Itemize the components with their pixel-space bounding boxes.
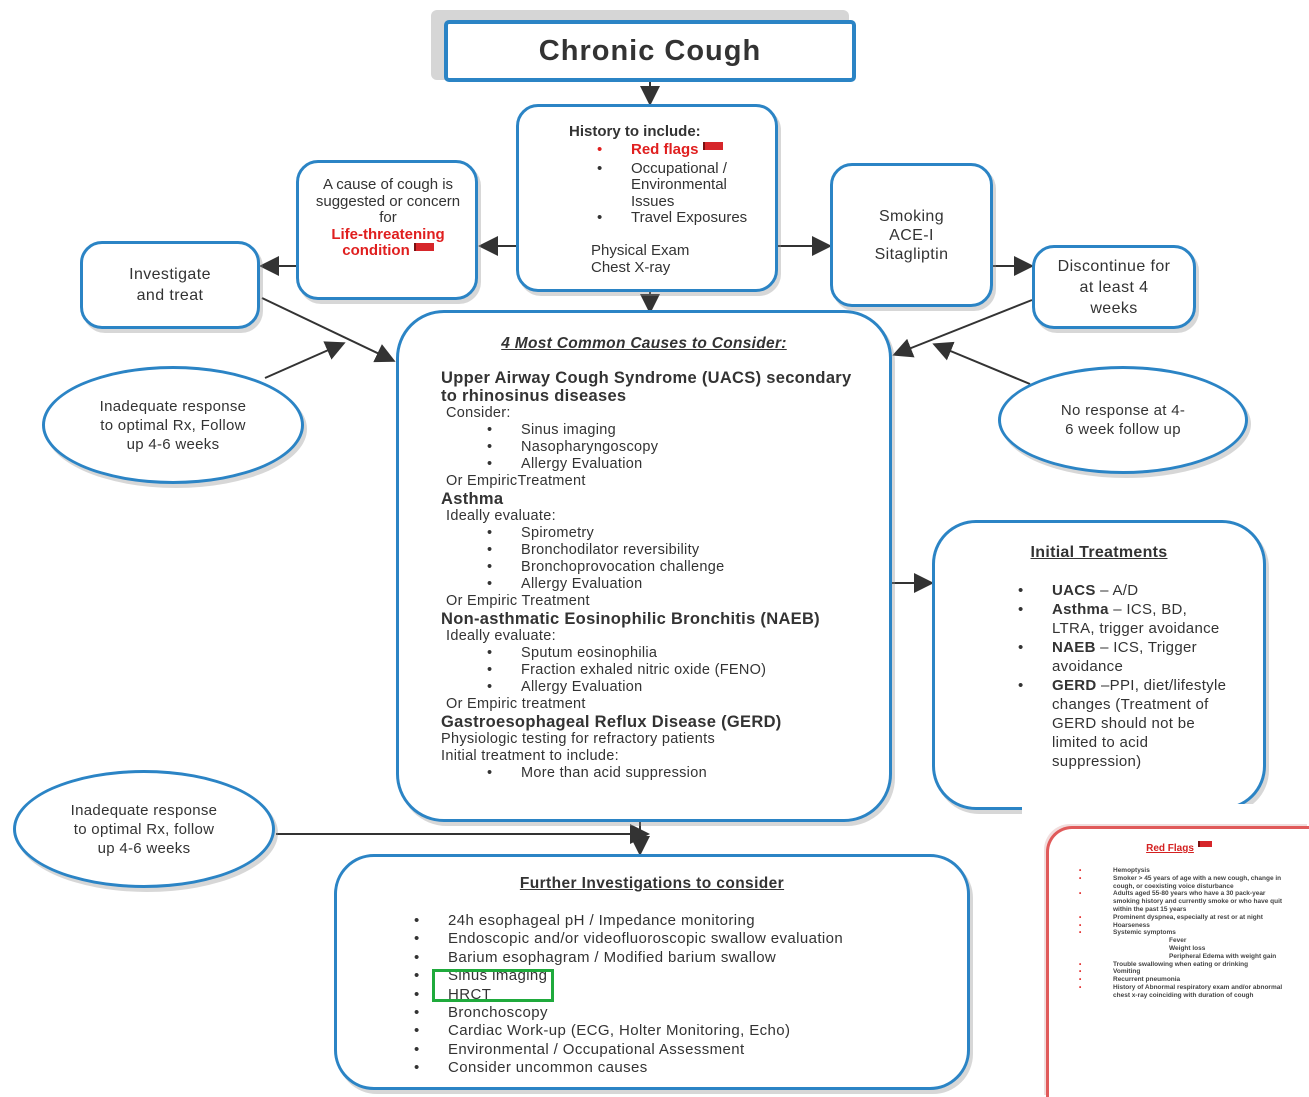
red-flag-icon (702, 142, 723, 150)
naeb-lead: Ideally evaluate: (446, 628, 556, 644)
life-threatening-red-text: Life-threatening condition (331, 225, 445, 259)
list-item: 24h esophageal pH / Impedance monitoring (414, 912, 948, 931)
naeb-tail: Or Empiric treatment (446, 696, 586, 712)
uacs-list: Sinus imaging Nasopharyngoscopy Allergy … (441, 422, 871, 473)
list-item: Spirometry (487, 525, 871, 542)
treatment-item: UACS – A/D (1018, 581, 1227, 600)
investigate-box: Investigate and treat (80, 241, 260, 329)
title-box: Chronic Cough (444, 20, 856, 82)
naeb-title: Non-asthmatic Eosinophilic Bronchitis (N… (441, 610, 820, 628)
page-title: Chronic Cough (538, 34, 762, 67)
list-item: Sinus imaging (487, 422, 871, 439)
list-item: Prominent dyspnea, especially at rest or… (1079, 914, 1293, 922)
life-threatening-box: A cause of cough is suggested or concern… (296, 160, 478, 300)
list-item: Bronchoprovocation challenge (487, 559, 871, 576)
life-threatening-text: A cause of cough is suggested or concern… (315, 176, 461, 226)
list-item: More than acid suppression (487, 765, 871, 782)
list-item: Trouble swallowing when eating or drinki… (1079, 961, 1293, 969)
history-extra-2: Chest X-ray (591, 259, 671, 276)
hrct-highlight (432, 969, 554, 1002)
list-item: Bronchoscopy (414, 1004, 948, 1023)
list-item: Consider uncommon causes (414, 1059, 948, 1078)
history-item: Travel Exposures (597, 209, 771, 227)
causes-heading: 4 Most Common Causes to Consider: (501, 335, 787, 352)
gerd-list: More than acid suppression (441, 765, 871, 782)
inadequate-response-bottom: Inadequate response to optimal Rx, follo… (13, 770, 275, 888)
history-extra-1: Physical Exam (591, 242, 690, 259)
list-item: Allergy Evaluation (487, 576, 871, 593)
list-item: Hemoptysis (1079, 867, 1293, 875)
list-item: Allergy Evaluation (487, 679, 871, 696)
investigate-text: Investigate and treat (129, 266, 211, 304)
history-list: Red flags Occupational / Environmental I… (597, 141, 771, 227)
list-item: Fraction exhaled nitric oxide (FENO) (487, 662, 871, 679)
list-item: History of Abnormal respiratory exam and… (1079, 984, 1293, 1000)
history-heading: History to include: (569, 123, 701, 140)
smoking-item: ACE-I (889, 226, 934, 244)
asthma-lead: Ideally evaluate: (446, 508, 556, 524)
gerd-title: Gastroesophageal Reflux Disease (GERD) (441, 713, 782, 731)
discontinue-text: Discontinue for at least 4 weeks (1057, 257, 1171, 317)
inadequate-response-top: Inadequate response to optimal Rx, Follo… (42, 366, 304, 484)
list-item: Sputum eosinophilia (487, 645, 871, 662)
asthma-tail: Or Empiric Treatment (446, 593, 590, 609)
list-item: Allergy Evaluation (487, 456, 871, 473)
list-item: Bronchodilator reversibility (487, 542, 871, 559)
list-item: Barium esophagram / Modified barium swal… (414, 949, 948, 968)
uacs-lead: Consider: (446, 405, 511, 421)
smoking-item: Sitagliptin (874, 245, 949, 263)
red-flags-inset-heading: Red Flags (1049, 841, 1309, 854)
uacs-tail: Or EmpiricTreatment (446, 473, 586, 489)
gerd-line1: Physiologic testing for refractory patie… (441, 731, 716, 747)
smoking-item: Smoking (878, 207, 945, 225)
treatment-item: Asthma – ICS, BD, LTRA, trigger avoidanc… (1018, 600, 1227, 638)
asthma-title: Asthma (441, 490, 504, 508)
list-item: Endoscopic and/or videofluoroscopic swal… (414, 930, 948, 949)
common-causes-box: 4 Most Common Causes to Consider: Upper … (396, 310, 892, 822)
initial-treatments-box: Initial Treatments UACS – A/D Asthma – I… (932, 520, 1266, 810)
history-item-red-flags: Red flags (597, 141, 771, 159)
further-investigations-box: Further Investigations to consider 24h e… (334, 854, 970, 1090)
further-heading: Further Investigations to consider (519, 875, 785, 892)
no-response-ellipse: No response at 4-6 week follow up (998, 366, 1248, 474)
treatments-heading: Initial Treatments (1030, 544, 1168, 561)
history-item: Occupational / Environmental Issues (597, 160, 771, 211)
asthma-list: Spirometry Bronchodilator reversibility … (441, 525, 871, 593)
treatments-list: UACS – A/D Asthma – ICS, BD, LTRA, trigg… (1018, 581, 1227, 771)
naeb-list: Sputum eosinophilia Fraction exhaled nit… (441, 645, 871, 696)
list-item: Nasopharyngoscopy (487, 439, 871, 456)
list-item: Vomiting (1079, 968, 1293, 976)
list-item-sub: Fever Weight loss Peripheral Edema with … (1169, 937, 1277, 960)
list-item: Systemic symptoms (1079, 929, 1293, 937)
list-item: Environmental / Occupational Assessment (414, 1041, 948, 1060)
list-item: Hoarseness (1079, 922, 1293, 930)
red-flags-inset: Red Flags Hemoptysis Smoker > 45 years o… (1046, 826, 1309, 1097)
red-flag-icon (1197, 841, 1212, 847)
list-item: Recurrent pneumonia (1079, 976, 1293, 984)
red-flag-icon (413, 243, 434, 251)
further-list: 24h esophageal pH / Impedance monitoring… (414, 912, 948, 1078)
list-item: Smoker > 45 years of age with a new coug… (1079, 875, 1293, 891)
list-item: Adults aged 55-80 years who have a 30 pa… (1079, 890, 1293, 913)
list-item: Cardiac Work-up (ECG, Holter Monitoring,… (414, 1022, 948, 1041)
red-flags-inset-list: Hemoptysis Smoker > 45 years of age with… (1079, 867, 1293, 1000)
treatment-item: GERD –PPI, diet/lifestyle changes (Treat… (1018, 676, 1227, 771)
gerd-line2: Initial treatment to include: (441, 748, 619, 764)
uacs-title: Upper Airway Cough Syndrome (UACS) secon… (441, 369, 852, 405)
list-item-hrct: HRCT (414, 986, 948, 1005)
history-box: History to include: Red flags Occupation… (516, 104, 778, 292)
smoking-box: Smoking ACE-I Sitagliptin (830, 163, 993, 307)
treatment-item: NAEB – ICS, Trigger avoidance (1018, 638, 1227, 676)
discontinue-box: Discontinue for at least 4 weeks (1032, 245, 1196, 329)
